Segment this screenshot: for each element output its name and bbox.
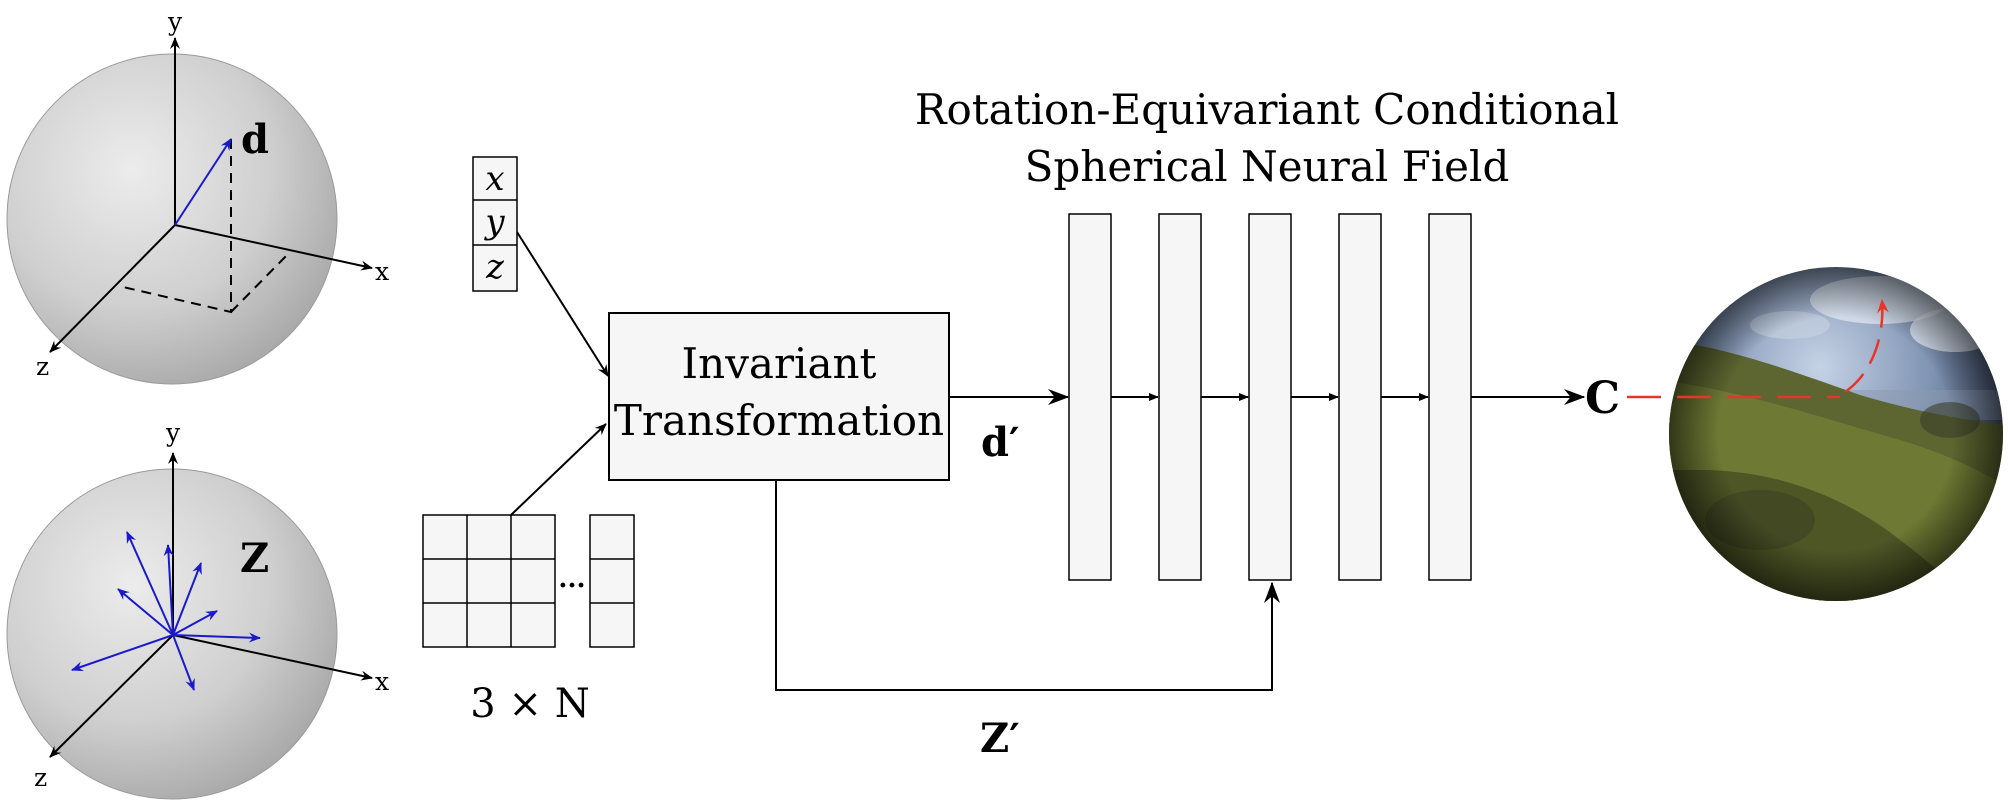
field-layer (1338, 213, 1382, 581)
z-axis-label: z (36, 352, 49, 381)
x-axis-label: x (375, 667, 389, 696)
y-axis-label: y (165, 418, 181, 447)
arrow-point-to-invariant (516, 231, 609, 377)
field-layer (1248, 213, 1292, 581)
vector-d-label: d (241, 116, 269, 163)
matrix-size-label: 3 × N (470, 681, 589, 727)
field-title-line1: Rotation-Equivariant Conditional (915, 85, 1619, 134)
input-z: z (485, 247, 505, 287)
color-output-label: C (1585, 373, 1620, 424)
invariant-transformation-block: Invariant Transformation (608, 312, 950, 481)
field-layer (1428, 213, 1472, 581)
environment-sphere (1627, 267, 2003, 601)
x-axis (172, 634, 373, 681)
invariant-label-line2: Transformation (614, 396, 944, 445)
sphere-d: y x z d (6, 7, 389, 385)
invariant-label-line1: Invariant (682, 339, 877, 388)
field-title-line2: Spherical Neural Field (1025, 142, 1510, 191)
input-y: y (483, 202, 505, 242)
ray-curved-arrow (1844, 298, 1889, 394)
vector-d (174, 138, 232, 226)
point-input-vector: x y z (472, 156, 518, 292)
matrix-ellipsis: ... (558, 564, 585, 594)
sphere-z: y x z Z (6, 418, 389, 800)
field-layer (1158, 213, 1202, 581)
arrow-z-prime (775, 480, 1280, 691)
field-layer (1068, 213, 1112, 581)
matrix-input: ... 3 × N (422, 514, 635, 727)
z-axis (49, 224, 176, 353)
x-axis-label: x (375, 257, 389, 286)
vector-z-label: Z (240, 535, 269, 582)
input-x: x (485, 159, 504, 199)
z-prime-label: Z′ (980, 715, 1020, 762)
d-prime-label: d′ (981, 419, 1020, 466)
vector-set-z (71, 531, 261, 691)
x-axis (174, 224, 373, 271)
arrow-matrix-to-invariant (510, 423, 607, 516)
z-axis-label: z (34, 763, 47, 792)
z-axis (49, 634, 174, 758)
y-axis-label: y (167, 7, 183, 36)
neural-field: Rotation-Equivariant Conditional Spheric… (915, 85, 1619, 581)
